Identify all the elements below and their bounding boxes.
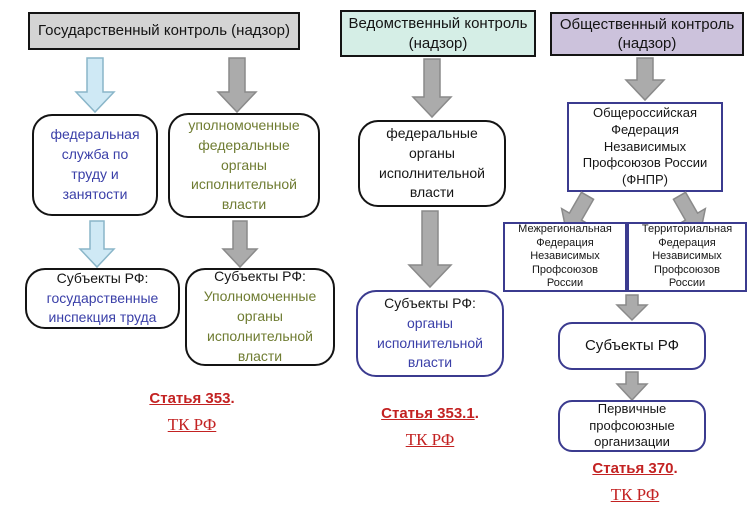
- node-title: Субъекты РФ:: [214, 268, 306, 285]
- down-arrow-icon: [216, 57, 258, 114]
- node-primary-trade-unions: Первичные профсоюзные организации: [558, 400, 706, 452]
- article-label: Статья 370.: [592, 460, 678, 477]
- down-arrow-icon: [78, 220, 116, 269]
- node-federal-executive-bodies: федеральные органы исполнительной власти: [358, 120, 506, 207]
- node-interregional-federation: Межрегиональная Федерация Независимых Пр…: [503, 222, 627, 292]
- article-label: Статья 353.: [149, 390, 235, 407]
- node-fnpr: Общероссийская Федерация Независимых Про…: [567, 102, 723, 192]
- node-title: Субъекты РФ:: [56, 269, 149, 286]
- node-subjects-authorized-bodies: Субъекты РФ: Уполномоченные органы испол…: [185, 268, 335, 366]
- article-label: Статья 353.1.: [381, 405, 479, 422]
- article-code: ТК РФ: [167, 415, 217, 434]
- header-public-control: Общественный контроль (надзор): [550, 12, 744, 56]
- node-title: Субъекты РФ:: [384, 294, 476, 311]
- node-body: органы исполнительной власти: [377, 314, 483, 371]
- down-arrow-icon: [411, 58, 453, 119]
- article-code: ТК РФ: [405, 430, 455, 449]
- node-subjects-executive-bodies: Субъекты РФ: органы исполнительной власт…: [356, 290, 504, 377]
- down-arrow-icon: [221, 220, 259, 269]
- down-arrow-icon: [624, 57, 666, 102]
- header-state-control: Государственный контроль (надзор): [28, 12, 300, 50]
- node-subjects-labor-inspection: Субъекты РФ: государственные инспекция т…: [25, 268, 180, 329]
- node-body: Уполномоченные органы исполнительной вла…: [203, 288, 317, 364]
- down-arrow-icon: [615, 294, 649, 322]
- article-code: ТК РФ: [610, 485, 660, 504]
- node-subjects-rf: Субъекты РФ: [558, 322, 706, 370]
- down-arrow-icon: [615, 371, 649, 402]
- node-federal-labor-service: федеральная служба по труду и занятости: [32, 114, 158, 216]
- article-353-1-reference: Статья 353.1. ТК РФ: [350, 405, 510, 450]
- node-authorized-federal-bodies: уполномоченные федеральные органы исполн…: [168, 113, 320, 218]
- article-353-reference: Статья 353. ТК РФ: [112, 390, 272, 435]
- node-territorial-federation: Территориальная Федерация Независимых Пр…: [627, 222, 747, 292]
- down-arrow-icon: [407, 210, 453, 289]
- node-body: государственные инспекция труда: [46, 289, 159, 326]
- article-370-reference: Статья 370. ТК РФ: [555, 460, 715, 505]
- down-arrow-icon: [74, 57, 116, 114]
- header-departmental-control: Ведомственный контроль (надзор): [340, 10, 536, 57]
